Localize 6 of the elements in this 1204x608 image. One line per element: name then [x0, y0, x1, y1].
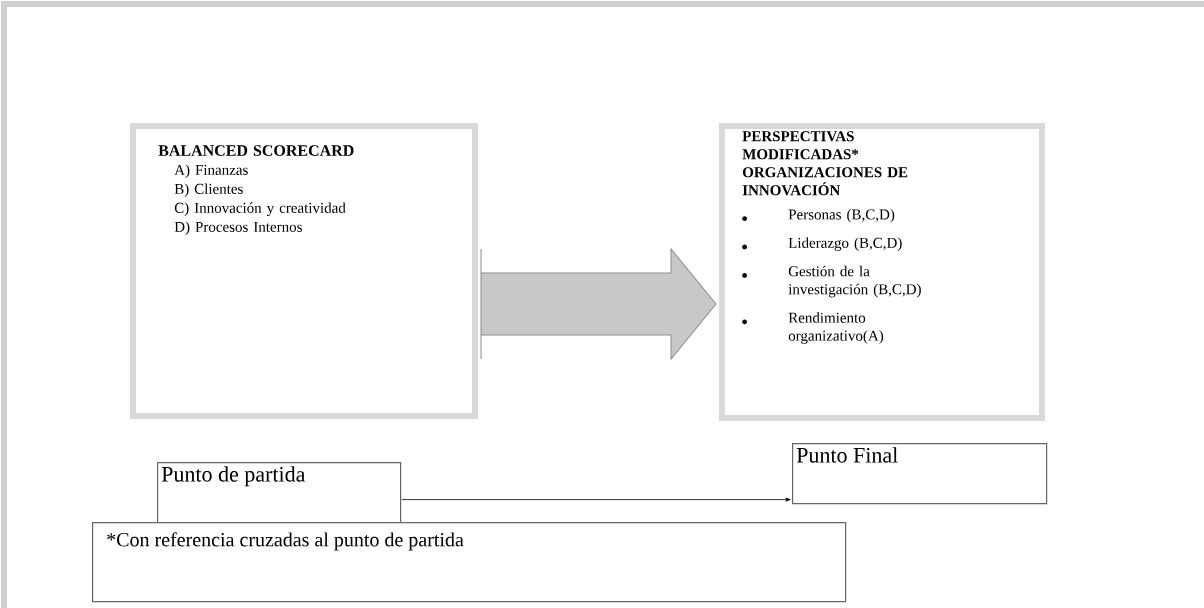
text-box: Punto de partida — [157, 462, 402, 524]
perspective-box: PERSPECTIVAS MODIFICADAS* ORGANIZACIONES DE INNOVACIÓN Personas (B,C,D) Liderazgo (B,C,D) Gestión de la investigación (B,C,D) Rendimiento organizativo(A) — [719, 123, 1045, 421]
text-box: Punto Final — [792, 443, 1048, 505]
perspective-box: BALANCED SCORECARD A) Finanzas B) Clientes C) Innovación y creatividad D) Procesos Internos — [130, 123, 478, 419]
block-arrow — [480, 248, 717, 360]
arrow — [401, 497, 791, 502]
